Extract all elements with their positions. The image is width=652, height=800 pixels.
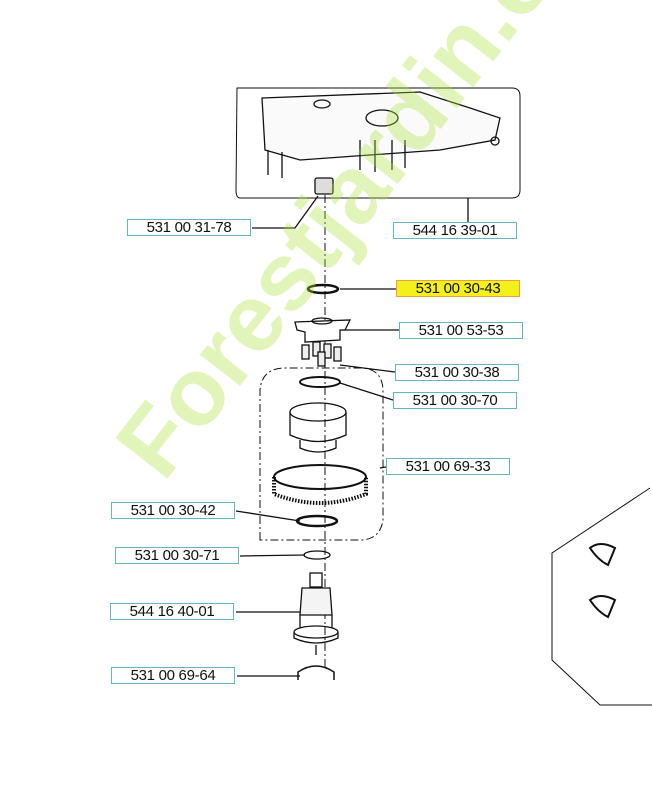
- bushing: [314, 177, 334, 195]
- part-label-531-00-30-42[interactable]: 531 00 30-42: [111, 502, 235, 519]
- part-label-544-16-39-01[interactable]: 544 16 39-01: [393, 222, 517, 239]
- part-label-531-00-53-53[interactable]: 531 00 53-53: [399, 322, 523, 339]
- shaft: [293, 572, 339, 655]
- part-label-531-00-30-70[interactable]: 531 00 30-70: [393, 392, 517, 409]
- part-label-531-00-69-33[interactable]: 531 00 69-33: [386, 458, 510, 475]
- gear: [272, 464, 368, 505]
- part-label-531-00-30-71[interactable]: 531 00 30-71: [115, 547, 239, 564]
- part-label-531-00-30-43[interactable]: 531 00 30-43: [396, 280, 520, 297]
- part-label-531-00-69-64[interactable]: 531 00 69-64: [111, 667, 235, 684]
- part-label-544-16-40-01[interactable]: 544 16 40-01: [110, 603, 234, 620]
- part-label-531-00-30-38[interactable]: 531 00 30-38: [395, 364, 519, 381]
- part-label-531-00-31-78[interactable]: 531 00 31-78: [127, 219, 251, 236]
- housing-frame: [235, 87, 521, 199]
- rollers: [301, 341, 342, 367]
